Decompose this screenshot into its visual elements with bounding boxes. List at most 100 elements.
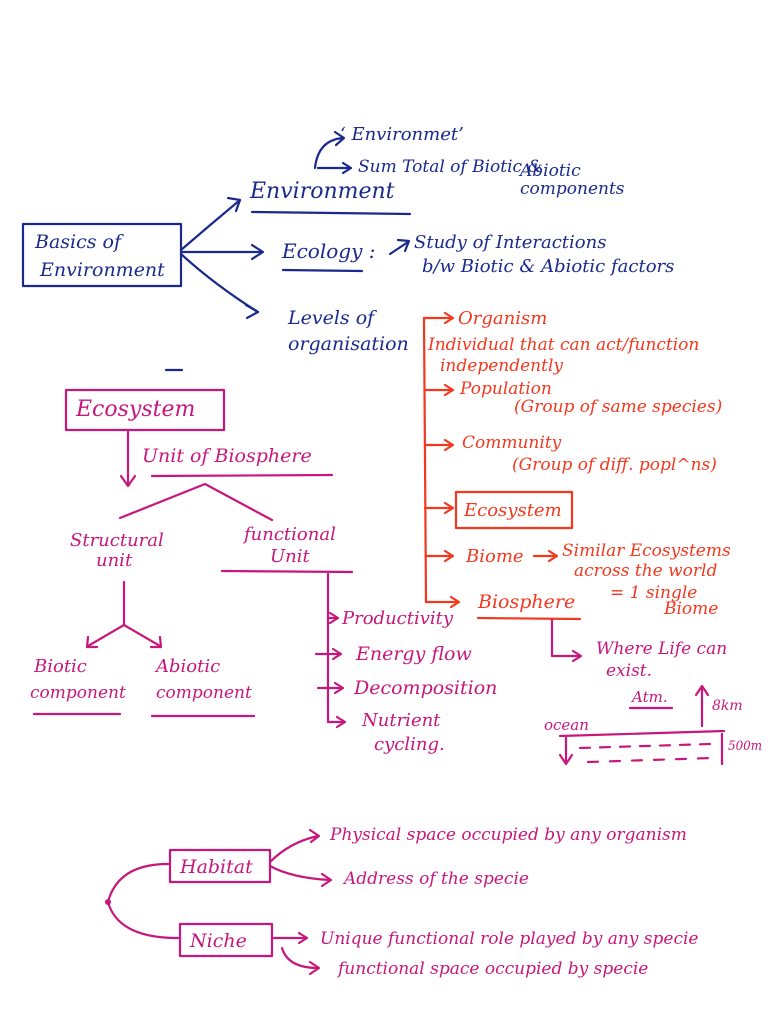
population-label: Population (459, 379, 552, 399)
env-note-sum: Sum Total of Biotic & (358, 157, 543, 177)
structural-unit-1: Structural (70, 530, 164, 551)
abiotic-component-1: Abiotic (154, 656, 220, 677)
population-def: (Group of same species) (514, 397, 722, 417)
ecosystem-level-label: Ecosystem (463, 500, 562, 521)
biome-eq-1: = 1 single (610, 583, 697, 603)
biome-label: Biome (465, 546, 524, 567)
nutrient-cycling-2: cycling. (374, 734, 445, 755)
organism-label: Organism (458, 308, 547, 329)
decomposition-label: Decomposition (353, 677, 497, 699)
ecology-label: Ecology : (281, 239, 375, 263)
biosphere-label: Biosphere (477, 591, 575, 613)
biosphere-underline (476, 616, 582, 621)
organism-def-2: independently (440, 356, 563, 376)
basics-section: Basics of Environment Environment ‘ Envi… (21, 124, 674, 355)
ecosystem-section: Ecosystem Unit of Biosphere Structural u… (30, 368, 497, 755)
arrowhead-habitat-def1 (308, 828, 321, 844)
structural-arrowhead-left (85, 635, 99, 649)
atm-up-arrowhead (694, 684, 710, 697)
niche-def-2: functional space occupied by specie (336, 959, 648, 979)
nutrient-cycling-1: Nutrient (361, 710, 441, 731)
habitat-def-2: Address of the specie (342, 869, 529, 889)
functional-underline (220, 569, 354, 574)
arrowhead-niche-def1 (297, 931, 309, 945)
organism-def-1: Individual that can act/function (427, 335, 699, 355)
ecosystem-box (64, 388, 226, 432)
env-curve-arrowhead (333, 130, 346, 147)
biosphere-detail: Where Life can exist. Atm. 8km ocean 500… (544, 618, 762, 766)
habitat-def-1: Physical space occupied by any organism (329, 825, 687, 845)
arrowhead-habitat-def2 (320, 872, 333, 888)
structural-branch (86, 623, 162, 648)
arrowhead-biome (443, 549, 455, 563)
biotic-component-1: Biotic (33, 656, 87, 677)
functional-unit-2: Unit (270, 546, 311, 567)
arrowhead-nutrient (335, 715, 347, 729)
ocean-down-arrowhead (558, 753, 574, 766)
energy-flow-label: Energy flow (355, 643, 472, 665)
ecology-def-line-2: b/w Biotic & Abiotic factors (422, 256, 674, 277)
arrowhead-productivity (328, 611, 340, 625)
arrow-to-levels (179, 252, 260, 314)
arrowhead-population (443, 383, 455, 397)
arrowhead-levels (244, 303, 260, 320)
biosphere-detail-arrowhead (571, 649, 583, 663)
productivity-label: Productivity (341, 608, 454, 629)
environment-underline (250, 210, 412, 216)
levels-label-1: Levels of (287, 307, 377, 329)
ocean-wave-2 (586, 756, 714, 764)
arrowhead-energy-flow (331, 647, 343, 661)
ecosystem-down-arrowhead (119, 474, 137, 488)
env-note-components: components (520, 179, 625, 199)
ecology-def-line-1: Study of Interactions (414, 232, 606, 253)
arrow-niche-def2 (280, 946, 320, 970)
env-note-quote: ‘ Environmet’ (340, 124, 464, 145)
structural-arrowhead-right (149, 635, 163, 649)
ecosystem-title: Ecosystem (75, 397, 195, 422)
biosphere-def-1: Where Life can (596, 639, 727, 659)
biosphere-detail-arrow (550, 618, 582, 658)
basics-box-label-2: Environment (39, 259, 165, 281)
biome-def-1: Similar Ecosystems (562, 541, 731, 561)
env-sum-arrowhead (341, 161, 353, 175)
ecosystem-level-box (454, 490, 574, 530)
arrow-to-environment (179, 198, 242, 252)
arrowhead-niche-def2 (308, 960, 321, 976)
env-curve-arrow (313, 136, 345, 170)
habitat-label: Habitat (179, 856, 253, 878)
abiotic-component-2: component (156, 683, 252, 703)
arrowhead-community (443, 438, 455, 452)
community-def: (Group of diff. popl^ns) (512, 455, 717, 475)
levels-section: Organism Individual that can act/functio… (422, 308, 731, 621)
ocean-depth: 500m (728, 739, 762, 754)
niche-label: Niche (189, 930, 247, 952)
root-to-niche (106, 900, 180, 940)
unit-of-underline (150, 473, 334, 478)
arrowhead-ecology (250, 243, 265, 261)
levels-label-2: organisation (288, 333, 409, 355)
biome-eq-2: Biome (663, 599, 718, 619)
ocean-surface (558, 729, 726, 738)
community-label: Community (462, 433, 562, 453)
environment-label: Environment (249, 179, 395, 204)
root-to-habitat (106, 862, 170, 904)
unit-of-biosphere: Unit of Biosphere (142, 445, 312, 467)
levels-spine (422, 316, 428, 604)
arrowhead-biosphere (449, 595, 461, 609)
env-note-abiotic: Abiotic (518, 161, 581, 181)
biosphere-def-2: exist. (606, 661, 652, 681)
arrow-habitat-def2 (268, 864, 332, 882)
biome-def-2: across the world (574, 561, 717, 581)
biome-def-arrowhead (547, 549, 559, 563)
atm-label: Atm. (630, 688, 668, 706)
basics-box-label-1: Basics of (34, 231, 124, 253)
ocean-wave-1 (578, 742, 712, 750)
functional-unit-1: functional (242, 524, 336, 545)
biotic-component-2: component (30, 683, 126, 703)
arrowhead-environment (226, 196, 242, 213)
ocean-label: ocean (544, 716, 589, 734)
structural-unit-2: unit (96, 550, 133, 571)
habitat-niche-section: Habitat Physical space occupied by any o… (105, 825, 698, 979)
niche-box (178, 922, 274, 958)
atm-height: 8km (712, 698, 743, 714)
